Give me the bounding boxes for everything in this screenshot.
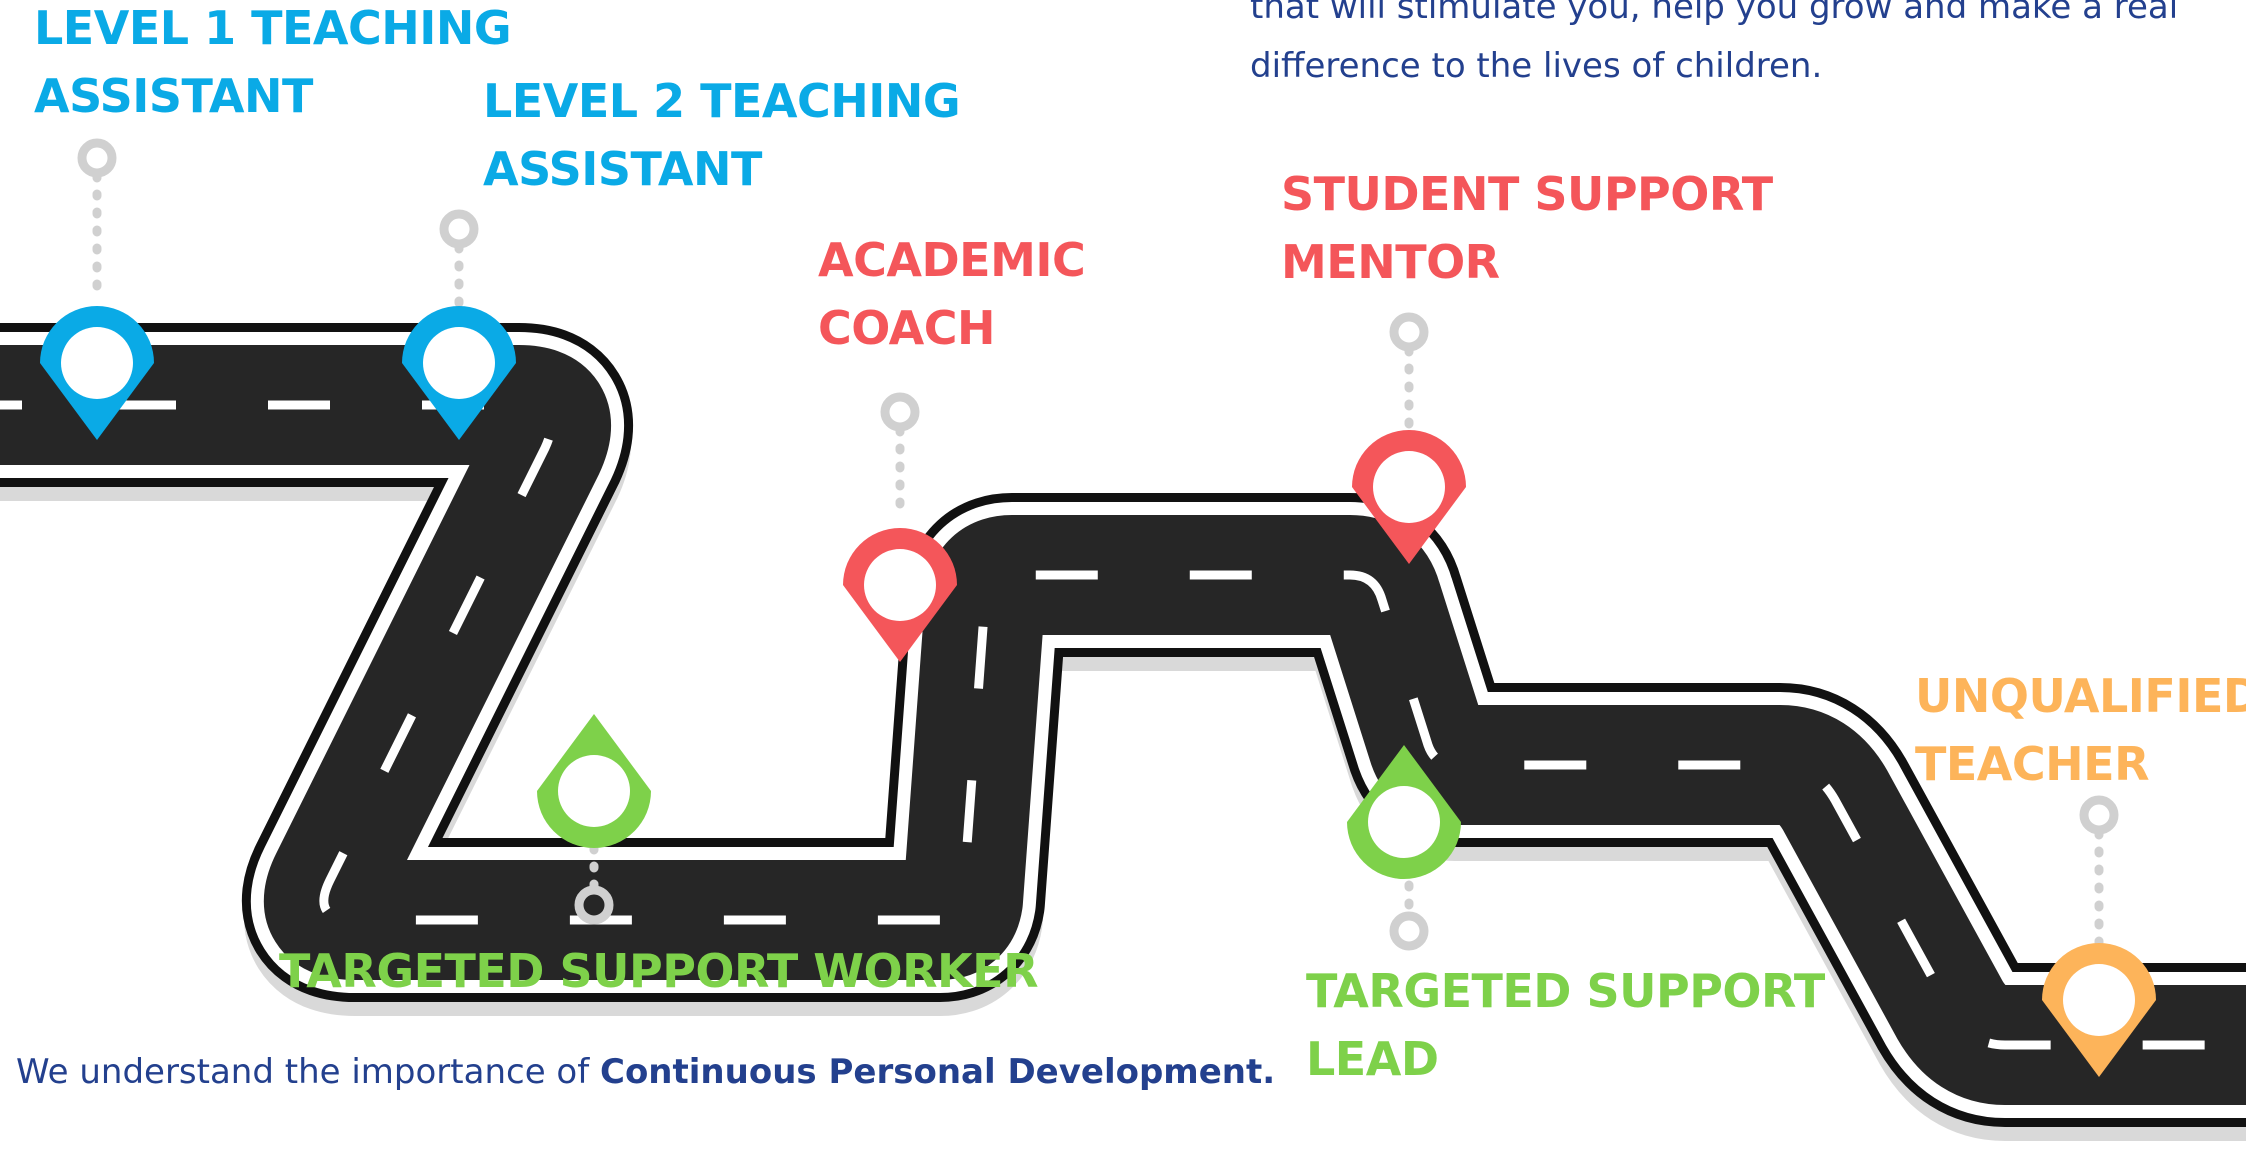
connector-student-support-mentor bbox=[1389, 312, 1429, 433]
label-student-support-mentor: STUDENT SUPPORT MENTOR bbox=[1281, 167, 1773, 289]
label-targeted-support-lead: TARGETED SUPPORT LEAD bbox=[1306, 964, 1825, 1086]
connector-level-1 bbox=[77, 138, 117, 305]
intro-line-1: that will stimulate you, help you grow a… bbox=[1250, 0, 2179, 27]
cpd-prefix: We understand the importance of bbox=[16, 1052, 600, 1092]
connector-unqualified-teacher bbox=[2079, 795, 2119, 950]
pin-academic-coach-icon bbox=[843, 528, 957, 662]
label-academic-coach: ACADEMIC COACH bbox=[818, 233, 1086, 355]
connector-targeted-support-worker bbox=[574, 843, 614, 925]
label-level-1-teaching-assistant: LEVEL 1 TEACHING ASSISTANT bbox=[34, 1, 512, 123]
connector-level-2 bbox=[439, 209, 479, 310]
connector-targeted-support-lead bbox=[1389, 880, 1429, 951]
cpd-emphasis: Continuous Personal Development. bbox=[600, 1052, 1276, 1092]
pin-targeted-support-lead-icon bbox=[1347, 745, 1461, 879]
intro-line-2: difference to the lives of children. bbox=[1250, 46, 1823, 86]
cpd-statement: We understand the importance of Continuo… bbox=[16, 1043, 1275, 1101]
label-unqualified-teacher: UNQUALIFIED TEACHER bbox=[1915, 669, 2246, 791]
intro-text: that will stimulate you, help you grow a… bbox=[1250, 0, 2230, 96]
pin-level-1-icon bbox=[40, 306, 154, 440]
connectors bbox=[77, 138, 2119, 951]
connector-academic-coach bbox=[880, 392, 920, 520]
pin-level-2-icon bbox=[402, 306, 516, 440]
pin-targeted-support-worker-icon bbox=[537, 714, 651, 848]
pin-unqualified-teacher-icon bbox=[2042, 943, 2156, 1077]
label-level-2-teaching-assistant: LEVEL 2 TEACHING ASSISTANT bbox=[483, 74, 961, 196]
pin-student-support-mentor-icon bbox=[1352, 430, 1466, 564]
label-targeted-support-worker: TARGETED SUPPORT WORKER bbox=[279, 944, 1039, 998]
map-pins bbox=[40, 306, 2156, 1077]
